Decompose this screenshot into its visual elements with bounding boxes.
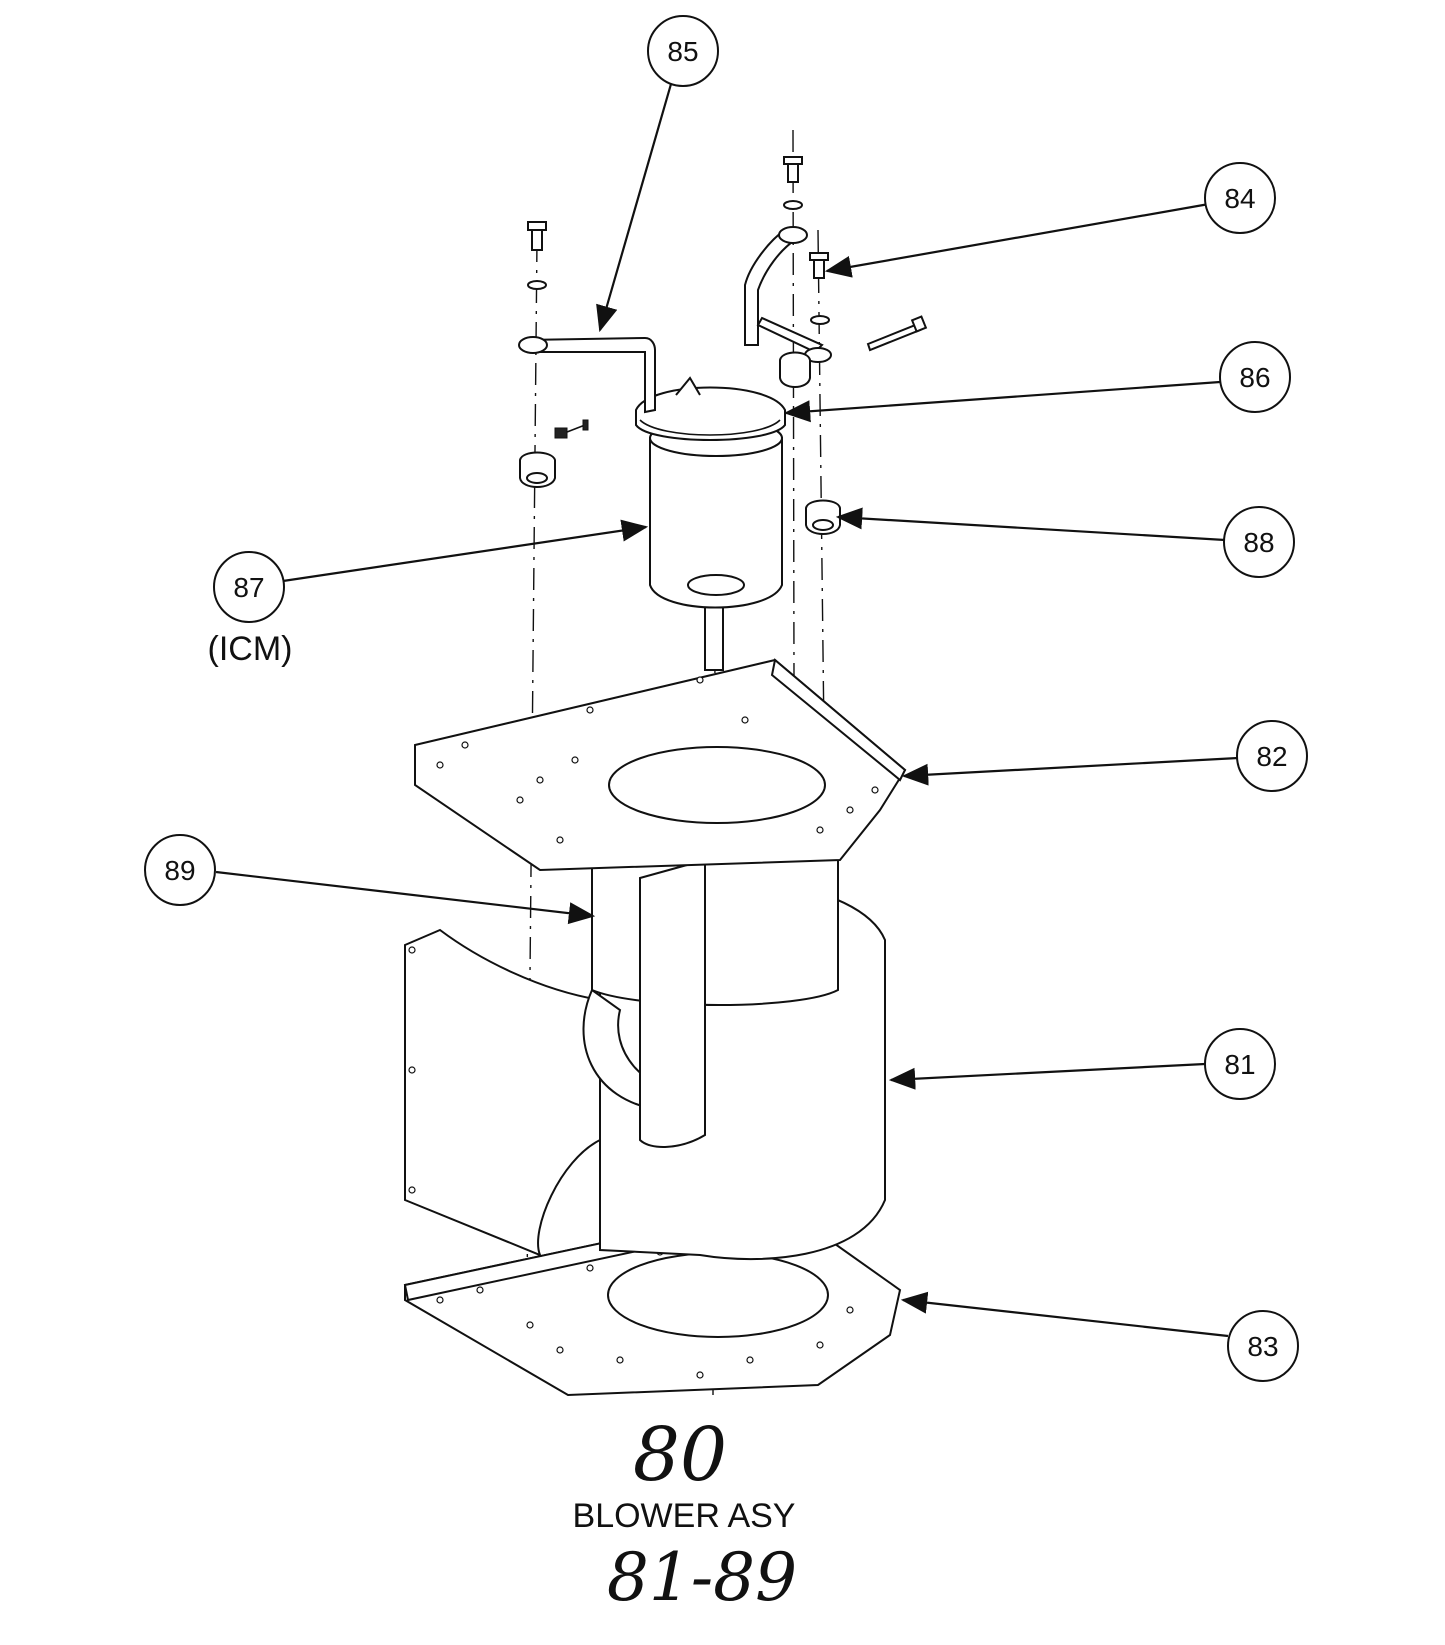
callout-89-number: 89 bbox=[164, 855, 195, 886]
assembly-range: 81-89 bbox=[607, 1539, 797, 1616]
callout-87: 87 bbox=[213, 551, 285, 623]
motor-mount-bracket-left bbox=[518, 336, 656, 414]
assembly-caption: 80 BLOWER ASY 81-89 bbox=[573, 1412, 798, 1616]
callout-81-number: 81 bbox=[1224, 1049, 1255, 1080]
callout-84-number: 84 bbox=[1224, 183, 1255, 214]
callout-82-number: 82 bbox=[1256, 741, 1287, 772]
callout-83-number: 83 bbox=[1247, 1331, 1278, 1362]
callout-88: 88 bbox=[1223, 506, 1295, 578]
assembly-number: 80 bbox=[633, 1412, 727, 1498]
callout-82: 82 bbox=[1236, 720, 1308, 792]
callout-86: 86 bbox=[1219, 341, 1291, 413]
callout-84: 84 bbox=[1204, 162, 1276, 234]
callout-85-number: 85 bbox=[667, 36, 698, 67]
callout-85: 85 bbox=[647, 15, 719, 87]
motor-mount-bracket-right bbox=[744, 226, 832, 363]
callout-83: 83 bbox=[1227, 1310, 1299, 1382]
callout-88-number: 88 bbox=[1243, 527, 1274, 558]
callout-87-number: 87 bbox=[233, 572, 264, 603]
motor-note: (ICM) bbox=[208, 630, 293, 668]
callout-86-number: 86 bbox=[1239, 362, 1270, 393]
top-panel-holes bbox=[436, 676, 879, 844]
grommets bbox=[519, 351, 841, 535]
mount-bolts bbox=[527, 156, 928, 439]
leader-lines bbox=[215, 83, 1239, 1338]
motor-mount-ring bbox=[635, 376, 786, 441]
blower-motor bbox=[649, 419, 783, 609]
callout-81: 81 bbox=[1204, 1028, 1276, 1100]
callout-89: 89 bbox=[144, 834, 216, 906]
assembly-name: BLOWER ASY bbox=[573, 1497, 796, 1535]
top-panel bbox=[414, 658, 907, 872]
